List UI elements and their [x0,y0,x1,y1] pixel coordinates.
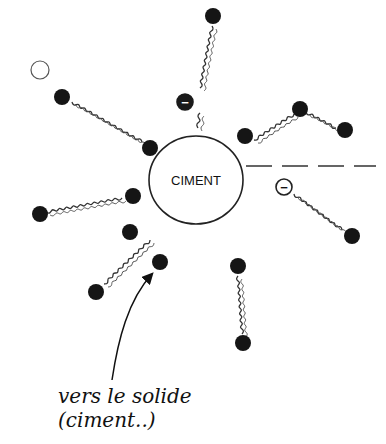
dashed-line [246,165,376,167]
charge-sign: − [280,181,288,194]
anchor-group [292,101,308,117]
outline-shape [276,179,292,195]
anchor-group [32,206,48,222]
handwritten-note: vers le solide (ciment..) [58,384,268,432]
anchor-group [142,140,158,156]
polymer-chain [310,115,340,131]
polymer-chain [76,105,146,145]
anchor-group [152,254,168,270]
charge-symbol: − [275,178,293,196]
polymer-chain [50,201,126,216]
anchor-group [122,224,138,240]
charge-symbol: − [176,93,194,111]
marker-ring [31,61,49,79]
polymer-chain [46,198,122,213]
polymer-chain [298,197,346,233]
polymer-chain [204,29,217,91]
anchor-group [54,89,70,105]
anchor-group [88,284,104,300]
outline-shape [149,136,243,224]
anchor-group [230,258,246,274]
outline-shape [177,94,193,110]
anchor-group [237,128,253,144]
anchor-group [235,335,251,351]
anchor-group [337,122,353,138]
charge-sign: − [181,96,189,109]
node-label: CIMENT [171,174,221,187]
anchor-group [205,8,221,24]
polymer-chain [201,116,204,131]
polymer-chain [294,194,342,230]
polymer-chain [197,113,200,128]
polymer-chain [104,240,150,284]
cement-particle: CIMENT [148,135,244,225]
anchor-group [344,228,360,244]
polymer-chain [254,114,294,140]
polymer-chain [241,279,247,337]
leader-arrow [112,274,152,380]
anchor-group [125,188,141,204]
polymer-chain [258,117,298,143]
